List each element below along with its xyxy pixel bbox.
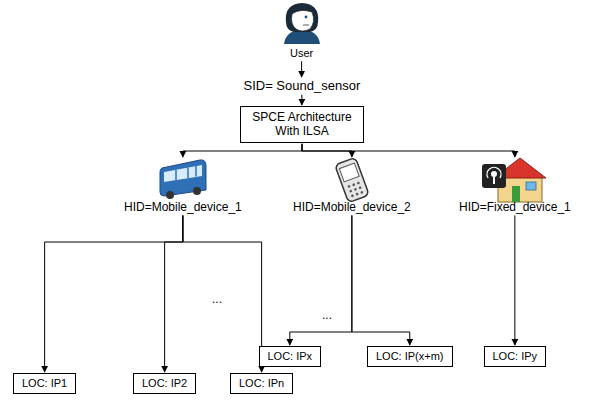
connector-arrow — [302, 144, 352, 157]
node-text: HID=Mobile_device_2 — [293, 200, 411, 214]
node-text: LOC: IP(x+m) — [376, 350, 444, 363]
connector-arrow — [183, 215, 262, 372]
node-text: HID=Mobile_device_1 — [124, 200, 242, 214]
connector-arrow — [514, 215, 515, 345]
location-box: LOC: IP(x+m) — [367, 346, 453, 367]
connector-arrow — [183, 144, 302, 157]
node-text: LOC: IPy — [493, 350, 538, 363]
user-node: User — [290, 2, 313, 60]
connector-arrow — [301, 61, 302, 77]
node-text: SPCE Architecture With ILSA — [249, 110, 355, 139]
node-text: User — [290, 47, 313, 60]
architecture-box: SPCE Architecture With ILSA — [240, 106, 364, 143]
device-node: HID=Fixed_device_1 — [459, 158, 571, 214]
device-node: HID=Mobile_device_1 — [124, 158, 242, 214]
location-box: LOC: IP1 — [13, 373, 76, 394]
node-text: LOC: IPn — [239, 377, 284, 390]
connector-arrow — [301, 95, 302, 105]
connector-arrow — [45, 215, 183, 372]
location-box: LOC: IP2 — [133, 373, 196, 394]
connector-arrow — [290, 215, 352, 345]
connector-arrow — [302, 144, 515, 157]
ellipsis-label: ... — [322, 308, 332, 322]
device-node: HID=Mobile_device_2 — [293, 158, 411, 214]
node-text: SID= Sound_sensor — [244, 78, 361, 94]
node-text: LOC: IP2 — [142, 377, 187, 390]
node-text: LOC: IPx — [268, 350, 313, 363]
node-text: LOC: IP1 — [22, 377, 67, 390]
location-box: LOC: IPn — [230, 373, 293, 394]
connector-arrow — [352, 215, 410, 345]
node-text: HID=Fixed_device_1 — [459, 200, 571, 214]
house-icon — [482, 158, 546, 202]
sensor-id: SID= Sound_sensor — [244, 78, 361, 94]
user-icon — [284, 3, 320, 44]
phone-icon — [335, 157, 369, 202]
connector-arrow — [165, 215, 183, 372]
location-box: LOC: IPx — [259, 346, 322, 367]
ellipsis-label: ... — [212, 292, 222, 306]
bus-icon — [160, 160, 206, 199]
location-box: LOC: IPy — [484, 346, 547, 367]
